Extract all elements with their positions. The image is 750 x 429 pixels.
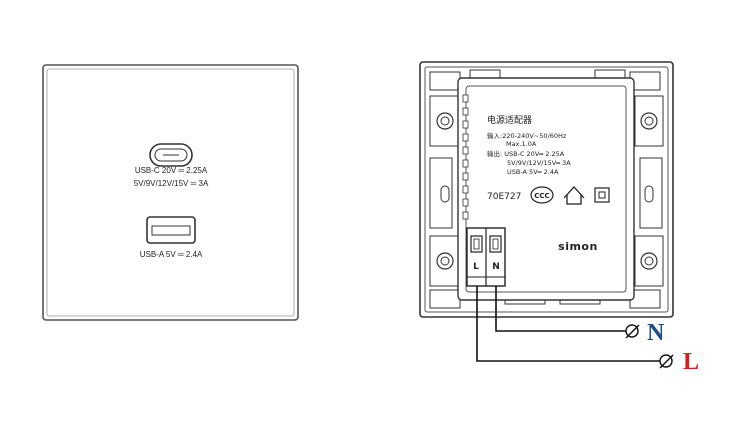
front-panel-bevel [46,68,295,317]
ccc-text: CCC [534,192,549,200]
terminal-block: L N [466,227,506,287]
front-panel-outline [42,64,299,321]
usb-c-spec-line1: USB-C 20V ═ 2.25A [135,166,208,175]
usb-c-spec-line2: 5V/9V/12V/15V ═ 3A [134,179,209,188]
screw-hole-icon [436,112,658,270]
neutral-terminal-end-icon [625,324,640,339]
usb-a-port-icon [146,216,196,244]
front-panel: USB-C 20V ═ 2.25A 5V/9V/12V/15V ═ 3A USB… [42,64,299,321]
label-title: 电源适配器 [487,114,532,126]
terminal-label-n: N [492,262,500,272]
brand-logo: simon [558,240,598,253]
label-input-line2: Max.1.0A [506,140,537,148]
usb-c-port-icon [149,143,193,167]
live-label: L [683,349,699,375]
live-wire [476,286,660,362]
terminal-label-l: L [473,262,479,272]
usb-a-spec-line: USB-A 5V ═ 2.4A [140,250,203,259]
house-icon [563,186,585,205]
wiring [476,286,660,362]
label-output-line3: USB-A 5V═ 2.4A [507,168,559,176]
label-input-line1: 输入:220-240V~50/60Hz [487,131,567,140]
label-output-line1: 输出: USB-C 20V═ 2.25A [487,149,565,158]
double-square-icon [594,187,610,203]
back-plate-inner [424,66,669,313]
back-panel: 电源适配器 输入:220-240V~50/60Hz Max.1.0A 输出: U… [419,61,674,318]
ccc-mark-icon: CCC [530,186,554,204]
neutral-wire [495,286,626,332]
label-output-line2: 5V/9V/12V/15V═ 3A [507,159,571,167]
neutral-label: N [647,320,665,346]
edge-notches [462,94,469,220]
label-model: 70E727 [487,192,521,202]
live-terminal-end-icon [659,354,674,369]
